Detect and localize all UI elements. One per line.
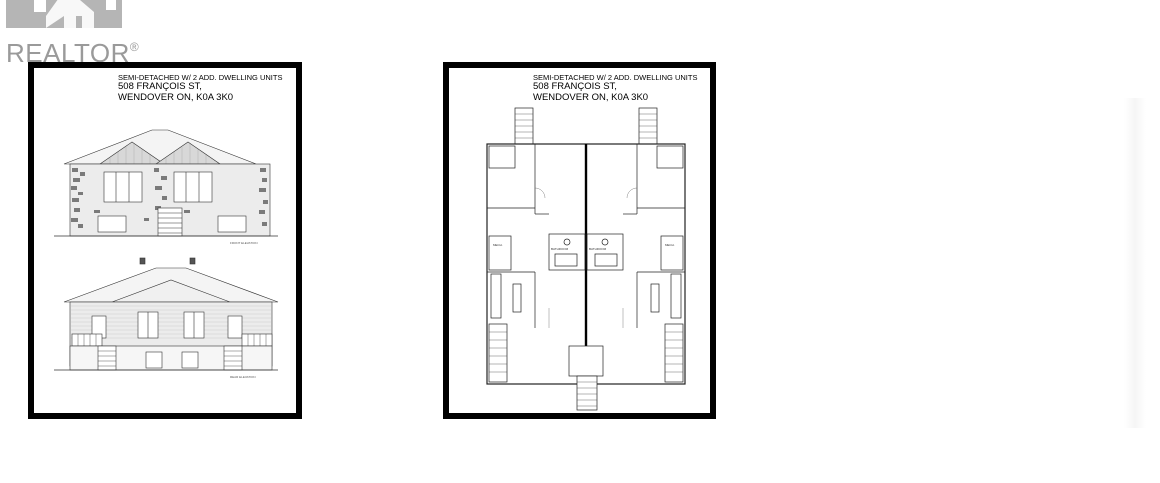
room-label: BATHROOM: [589, 247, 607, 251]
room-label: MECH.: [665, 243, 675, 247]
realtor-house-icon: [6, 0, 122, 28]
sheet-header: SEMI-DETACHED W/ 2 ADD. DWELLING UNITS 5…: [118, 73, 283, 103]
floor-plan-sheet[interactable]: SEMI-DETACHED W/ 2 ADD. DWELLING UNITS 5…: [443, 62, 716, 419]
room-label: MECH.: [493, 243, 503, 247]
sheet-subtitle: SEMI-DETACHED W/ 2 ADD. DWELLING UNITS: [533, 73, 698, 82]
faded-background-strip: [1124, 98, 1146, 428]
front-elevation-drawing: FRONT ELEVATION: [54, 129, 279, 379]
sheet-header: SEMI-DETACHED W/ 2 ADD. DWELLING UNITS 5…: [533, 73, 698, 103]
sheet-city: WENDOVER ON, K0A 3K0: [533, 91, 649, 103]
sheet-subtitle: SEMI-DETACHED W/ 2 ADD. DWELLING UNITS: [118, 73, 283, 82]
svg-text:REAR ELEVATION: REAR ELEVATION: [230, 375, 256, 379]
room-label: BATHROOM: [551, 247, 569, 251]
realtor-logo: REALTOR®: [0, 0, 140, 70]
sheet-address: 508 FRANÇOIS ST,: [533, 81, 617, 93]
svg-text:FRONT ELEVATION: FRONT ELEVATION: [230, 241, 258, 245]
elevations-sheet[interactable]: SEMI-DETACHED W/ 2 ADD. DWELLING UNITS 5…: [28, 62, 302, 419]
floor-plan-drawing: BATHROOM BATHROOM MECH. MECH.: [486, 107, 686, 411]
sheet-city: WENDOVER ON, K0A 3K0: [118, 91, 234, 103]
sheet-address: 508 FRANÇOIS ST,: [118, 81, 202, 93]
